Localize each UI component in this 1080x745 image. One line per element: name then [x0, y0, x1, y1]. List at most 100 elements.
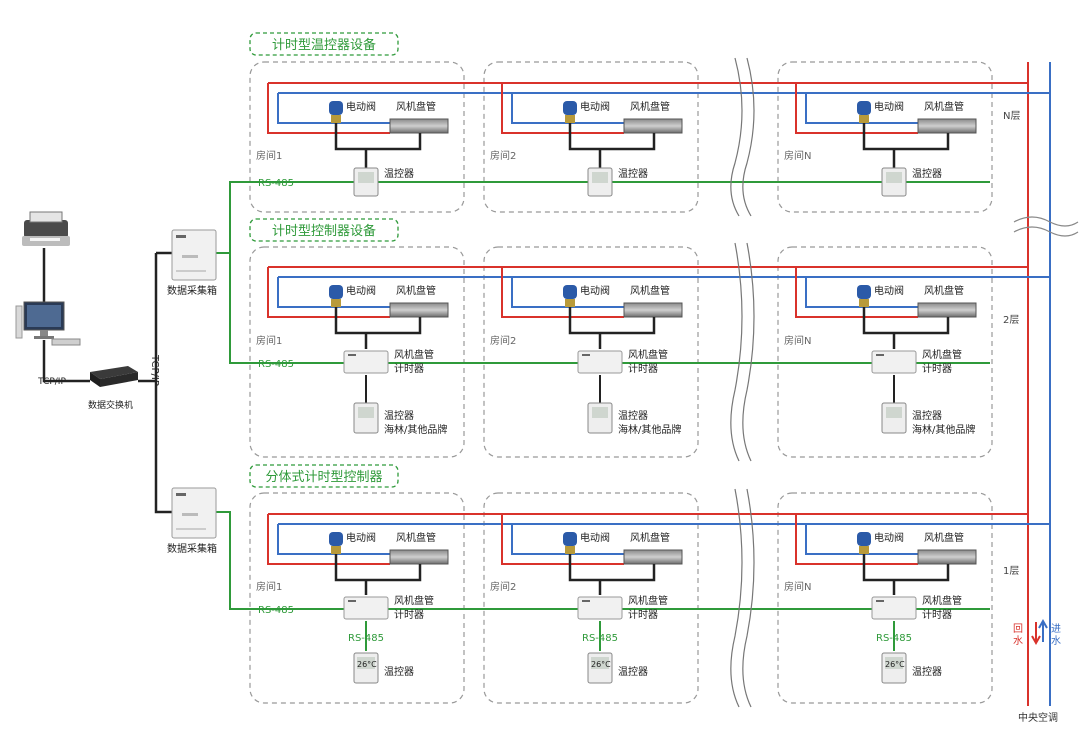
thermostat-label: 温控器 — [912, 167, 942, 180]
room-devices: 房间1电动阀风机盘管温控器房间2电动阀风机盘管温控器房间N电动阀风机盘管温控器R… — [256, 100, 977, 684]
thermostat-label: 温控器 — [912, 409, 942, 422]
floor-label-1: 1层 — [1003, 565, 1019, 577]
valve-body — [859, 546, 869, 554]
thermostat-screen — [357, 657, 375, 669]
ellipsis-break-line — [742, 488, 755, 708]
room-frame — [777, 246, 993, 458]
valve-body — [859, 299, 869, 307]
return-water-label-1: 回 — [1013, 623, 1023, 635]
floor-label-n: N层 — [1003, 110, 1020, 122]
fan-coil-timer-label: 风机盘管 — [628, 348, 668, 361]
control-wire — [334, 554, 422, 582]
valve-label: 电动阀 — [874, 100, 904, 113]
return-branch — [501, 83, 624, 134]
motorized-valve-icon — [329, 285, 343, 299]
ellipsis-break-line — [730, 57, 743, 217]
motorized-valve-icon — [329, 101, 343, 115]
floor-label-2: 2层 — [1003, 314, 1019, 326]
fan-coil-icon — [917, 118, 977, 134]
rs485-row-label: RS-485 — [258, 359, 294, 370]
title-box-thermostat-series: 计时型温控器设备 — [249, 32, 399, 56]
fan-coil-label: 风机盘管 — [924, 531, 964, 544]
timer-label: 计时器 — [394, 362, 424, 375]
switch-label: 数据交换机 — [88, 399, 133, 411]
fan-coil-timer-icon — [871, 596, 917, 620]
valve-label: 电动阀 — [580, 531, 610, 544]
room-frame — [483, 61, 699, 213]
valve-body — [331, 115, 341, 123]
room-label: 房间2 — [490, 149, 516, 162]
valve-body — [859, 115, 869, 123]
thermostat-label: 温控器 — [618, 665, 648, 678]
fan-coil-icon — [623, 549, 683, 565]
rs485-bus — [250, 181, 990, 610]
timer-mark — [582, 354, 590, 356]
room-label: 房间N — [784, 149, 811, 162]
control-wire — [334, 307, 422, 335]
room-label: 房间1 — [256, 149, 282, 162]
control-wire — [568, 307, 656, 335]
fan-coil-icon — [917, 302, 977, 318]
ellipsis-break-line — [742, 242, 755, 462]
room-frame — [249, 492, 465, 704]
supply-water-label-1: 进 — [1051, 623, 1061, 635]
rs485-drop-label: RS-485 — [582, 633, 618, 644]
return-branch — [795, 514, 918, 565]
fan-coil-label: 风机盘管 — [396, 100, 436, 113]
return-water-label-2: 水 — [1013, 635, 1023, 647]
return-branch — [267, 267, 390, 318]
timer-label: 计时器 — [922, 608, 952, 621]
thermostat-label: 温控器 — [618, 167, 648, 180]
rs485-drop-label: RS-485 — [876, 633, 912, 644]
motorized-valve-icon — [563, 285, 577, 299]
timer-mark — [582, 600, 590, 602]
room-ellipsis-breaks — [730, 57, 755, 708]
supply-branch — [511, 93, 624, 124]
motorized-valve-icon — [563, 101, 577, 115]
timer-label: 计时器 — [922, 362, 952, 375]
rs485-drop-label: RS-485 — [348, 633, 384, 644]
timer-label: 计时器 — [394, 608, 424, 621]
thermostat-screen — [358, 407, 374, 418]
motorized-valve-icon — [857, 532, 871, 546]
thermostat-screen — [358, 172, 374, 183]
valve-body — [331, 299, 341, 307]
fan-coil-icon — [389, 302, 449, 318]
fan-coil-label: 风机盘管 — [396, 531, 436, 544]
thermostat-display: 26°C — [591, 660, 611, 669]
control-wire — [862, 554, 950, 582]
thermostat-screen — [592, 407, 608, 418]
supply-water-label-2: 水 — [1051, 635, 1061, 647]
fan-coil-timer-icon — [871, 350, 917, 374]
room-label: 房间2 — [490, 334, 516, 347]
motorized-valve-icon — [563, 532, 577, 546]
motorized-valve-icon — [857, 285, 871, 299]
thermostat-brand-label: 海林/其他品牌 — [384, 423, 447, 436]
thermostat-label: 温控器 — [384, 409, 414, 422]
valve-label: 电动阀 — [874, 531, 904, 544]
fan-coil-timer-icon — [343, 596, 389, 620]
room-frames — [249, 61, 993, 704]
water-pipes — [267, 62, 1051, 706]
supply-branch — [805, 277, 918, 308]
return-branch — [795, 83, 918, 134]
thermostat-label: 温控器 — [384, 665, 414, 678]
thermostat-label: 温控器 — [618, 409, 648, 422]
water-legend: 回 水 进 水 — [1013, 618, 1061, 647]
motorized-valve-icon — [857, 101, 871, 115]
thermostat-display: 26°C — [885, 660, 905, 669]
supply-branch — [805, 93, 918, 124]
room-label: 房间1 — [256, 334, 282, 347]
rs485-row-label: RS-485 — [258, 605, 294, 616]
tcpip-vertical-label: TCP/IP — [149, 354, 160, 386]
data-collector-box-upper — [171, 229, 217, 281]
valve-label: 电动阀 — [346, 284, 376, 297]
control-wire — [862, 307, 950, 335]
return-branch — [501, 267, 624, 318]
fan-coil-timer-icon — [577, 350, 623, 374]
valve-body — [331, 546, 341, 554]
control-wire — [862, 123, 950, 151]
thermostat-screen — [592, 172, 608, 183]
